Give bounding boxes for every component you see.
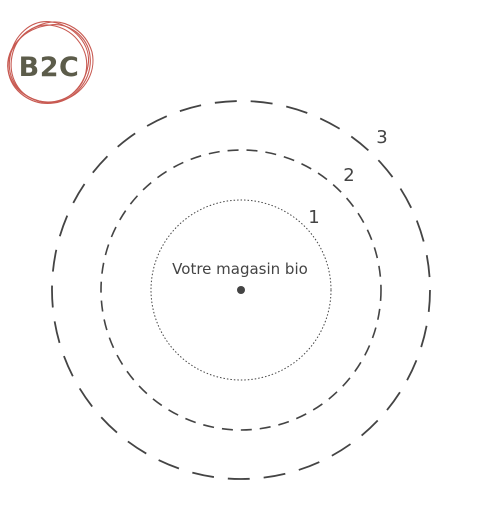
ring-label-2: 2	[343, 165, 354, 186]
b2c-badge: B2C	[7, 21, 94, 104]
ring-label-1: 1	[308, 207, 319, 228]
ring-3	[51, 100, 431, 480]
badge-label: B2C	[19, 52, 80, 83]
rings	[51, 100, 431, 480]
ring-label-3: 3	[376, 127, 387, 148]
center-label: Votre magasin bio	[172, 260, 308, 278]
badge-ring-line-4	[10, 24, 88, 103]
ring-1	[150, 199, 332, 381]
badge-wavy-ring	[7, 21, 94, 104]
badge-ring-line-3	[7, 21, 94, 103]
center-dot	[237, 286, 245, 294]
ring-2	[100, 149, 382, 431]
